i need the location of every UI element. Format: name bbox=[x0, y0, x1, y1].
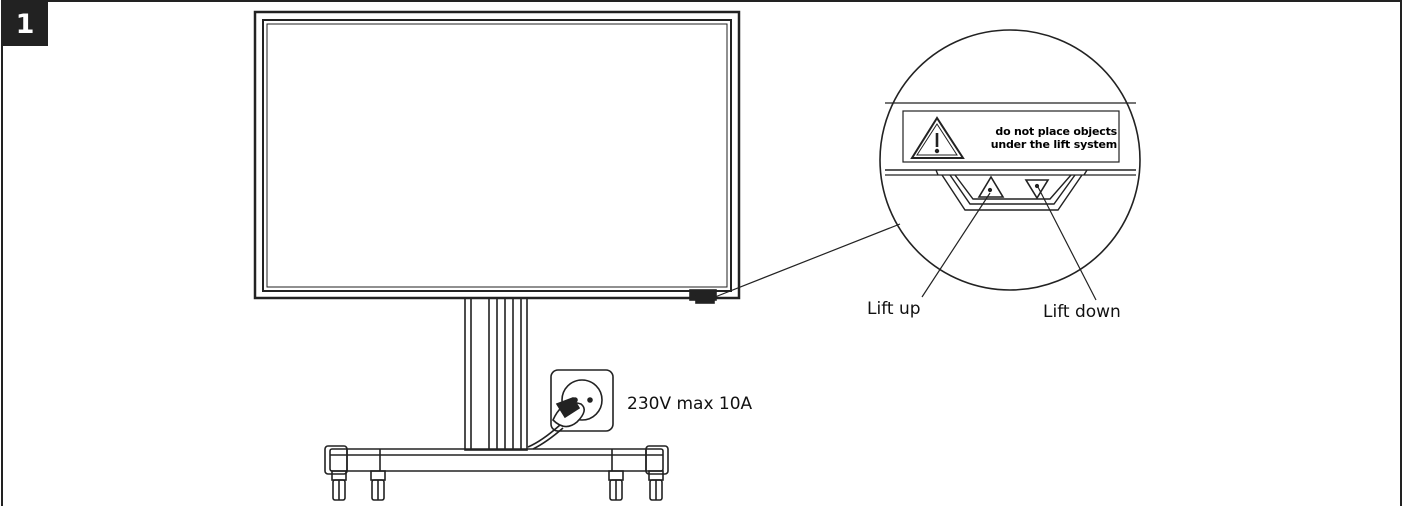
lift-button-bezel bbox=[935, 169, 1088, 211]
plug-icon bbox=[527, 397, 585, 450]
warning-text-line1: do not place objects bbox=[995, 125, 1117, 138]
lift-control-box bbox=[689, 289, 717, 304]
stand-base bbox=[324, 445, 669, 475]
zoom-magnifier bbox=[879, 29, 1141, 291]
step-number-badge: 1 bbox=[2, 2, 48, 46]
lift-up-label: Lift up bbox=[867, 299, 921, 319]
arrow-up-icon bbox=[977, 175, 1005, 198]
caster-wheels bbox=[331, 470, 664, 501]
warning-text-line2: under the lift system bbox=[990, 138, 1117, 151]
lift-up-leader bbox=[921, 192, 991, 298]
warning-triangle-icon bbox=[910, 116, 965, 159]
warning-label bbox=[902, 110, 1120, 163]
display-screen bbox=[253, 10, 741, 300]
lift-down-leader bbox=[1037, 186, 1097, 301]
lift-down-label: Lift down bbox=[1043, 302, 1121, 322]
power-rating-label: 230V max 10A bbox=[627, 394, 753, 414]
lift-column bbox=[464, 297, 528, 451]
arrow-down-icon bbox=[1024, 179, 1050, 200]
zoom-callout-line bbox=[714, 223, 901, 298]
